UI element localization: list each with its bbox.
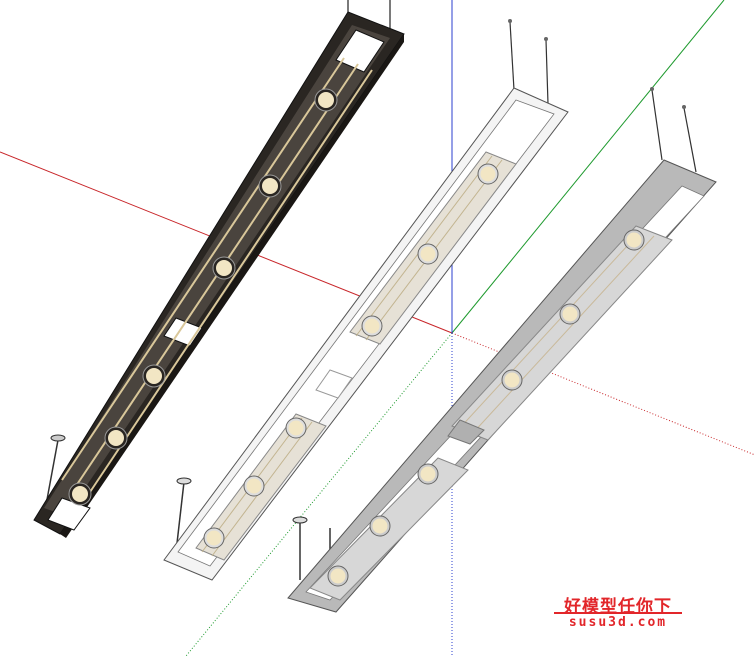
ceiling-cap	[508, 19, 512, 23]
bulb	[318, 92, 334, 108]
inner-gap	[447, 419, 485, 445]
bulb	[420, 466, 436, 482]
wire	[509, 21, 515, 91]
bulb	[504, 372, 520, 388]
bulb	[364, 318, 380, 334]
bulb	[372, 518, 388, 534]
wire	[175, 481, 185, 553]
bulbs	[203, 163, 499, 549]
bulb	[330, 568, 346, 584]
bulb	[246, 478, 262, 494]
bulb	[216, 260, 232, 276]
green-axis-solid	[451, 0, 725, 334]
bulb	[108, 430, 124, 446]
inner-slot-top	[335, 29, 385, 73]
watermark-url: susu3d.com	[568, 615, 668, 630]
bulb	[420, 246, 436, 262]
white-lamp[interactable]	[163, 19, 569, 581]
light-strip	[457, 231, 641, 431]
bulb	[146, 368, 162, 384]
light-strip	[89, 69, 373, 493]
ceiling-cap	[544, 37, 548, 41]
bulb	[262, 178, 278, 194]
bulbs	[327, 229, 645, 587]
wire	[45, 439, 59, 506]
ceiling-cap	[50, 434, 66, 442]
bulb	[562, 306, 578, 322]
watermark-divider	[554, 612, 682, 614]
wire	[651, 89, 663, 161]
bulb	[72, 486, 88, 502]
wire	[545, 39, 549, 105]
ceiling-cap	[650, 87, 654, 91]
grey-lamp[interactable]	[287, 87, 717, 613]
light-strip	[61, 57, 345, 481]
bulb	[206, 530, 222, 546]
frame-side	[60, 34, 404, 538]
bulbs	[68, 88, 338, 506]
bulb	[288, 420, 304, 436]
light-strip	[471, 235, 655, 435]
inner-gap	[315, 369, 353, 399]
dark-lamp[interactable]	[33, 0, 405, 538]
wire	[683, 107, 697, 173]
bulb	[626, 232, 642, 248]
ceiling-cap	[176, 477, 192, 485]
ceiling-cap	[682, 105, 686, 109]
bulb	[480, 166, 496, 182]
ceiling-cap	[292, 516, 308, 524]
green-axis-dotted	[185, 332, 453, 656]
